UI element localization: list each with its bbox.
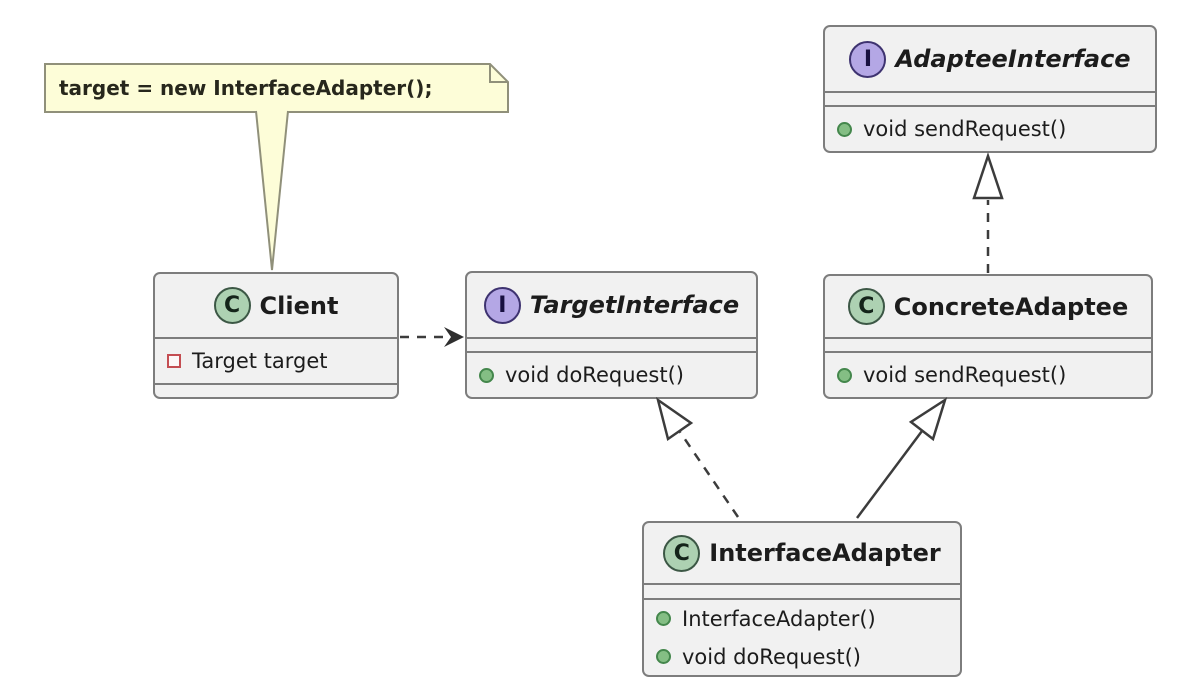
public-method-icon xyxy=(656,611,671,626)
class-box-interface-adapter: C InterfaceAdapter InterfaceAdapter() vo… xyxy=(642,521,962,677)
methods-section: void sendRequest() xyxy=(825,351,1151,397)
class-icon-letter: C xyxy=(223,293,241,318)
fields-section-empty xyxy=(644,583,960,598)
method-text: void sendRequest() xyxy=(863,363,1067,387)
method-text: InterfaceAdapter() xyxy=(682,606,876,631)
class-icon: C xyxy=(213,287,251,324)
class-header-target-interface: I TargetInterface xyxy=(467,273,756,337)
class-icon-letter: C xyxy=(858,294,875,319)
methods-section: InterfaceAdapter() void doRequest() xyxy=(644,598,960,675)
class-header-interface-adapter: C InterfaceAdapter xyxy=(644,523,960,583)
method-row: InterfaceAdapter() xyxy=(656,600,948,638)
public-method-icon xyxy=(837,367,852,383)
methods-section: void doRequest() xyxy=(467,351,756,397)
note-text: target = new InterfaceAdapter(); xyxy=(59,76,433,100)
class-box-client: C Client Target target xyxy=(153,272,399,399)
class-name: ConcreteAdaptee xyxy=(893,292,1129,321)
fields-section-empty xyxy=(825,337,1151,351)
class-box-concrete-adaptee: C ConcreteAdaptee void sendRequest() xyxy=(823,274,1153,399)
class-name: TargetInterface xyxy=(529,291,740,319)
class-name: AdapteeInterface xyxy=(895,45,1131,73)
fields-section-empty xyxy=(467,337,756,351)
interface-icon-letter: I xyxy=(863,46,872,72)
interface-icon-letter: I xyxy=(498,292,507,318)
class-header-adaptee-interface: I AdapteeInterface xyxy=(825,27,1155,91)
methods-section: void sendRequest() xyxy=(825,105,1155,151)
public-method-icon xyxy=(479,367,494,383)
class-icon: C xyxy=(663,534,701,572)
class-box-adaptee-interface: I AdapteeInterface void sendRequest() xyxy=(823,25,1157,153)
class-icon: C xyxy=(847,288,885,325)
field-text: Target target xyxy=(192,349,328,373)
method-row: void doRequest() xyxy=(479,356,744,394)
methods-section-empty xyxy=(155,383,397,397)
fields-section: Target target xyxy=(155,337,397,383)
interface-icon: I xyxy=(849,40,887,78)
method-text: void doRequest() xyxy=(505,363,684,387)
method-text: void sendRequest() xyxy=(863,117,1067,141)
class-box-target-interface: I TargetInterface void doRequest() xyxy=(465,271,758,399)
fields-section-empty xyxy=(825,91,1155,105)
class-header-client: C Client xyxy=(155,274,397,337)
interface-icon: I xyxy=(483,286,521,324)
method-row: void sendRequest() xyxy=(837,110,1143,148)
class-icon-letter: C xyxy=(673,540,690,566)
class-name: InterfaceAdapter xyxy=(709,539,941,567)
class-header-concrete-adaptee: C ConcreteAdaptee xyxy=(825,276,1151,337)
public-method-icon xyxy=(837,121,852,137)
class-name: Client xyxy=(259,291,339,320)
field-row: Target target xyxy=(167,342,385,380)
private-field-icon xyxy=(167,354,181,368)
method-row: void sendRequest() xyxy=(837,356,1139,394)
public-method-icon xyxy=(656,649,671,664)
method-text: void doRequest() xyxy=(682,644,861,669)
method-row: void doRequest() xyxy=(656,638,948,676)
